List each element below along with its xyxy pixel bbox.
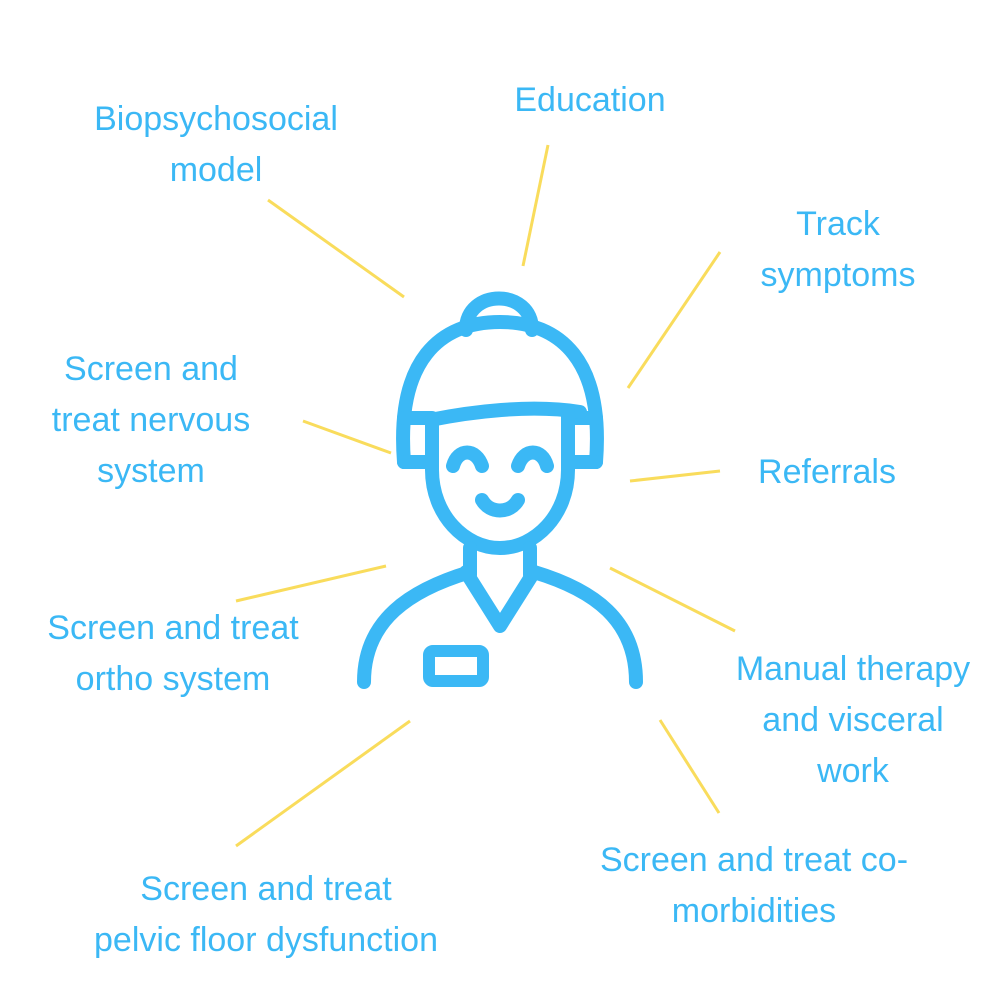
label-line: Manual therapy [735, 650, 971, 688]
label-line: symptoms [760, 256, 916, 294]
connector-screen-pelvic [235, 719, 411, 848]
label-education: Education [514, 75, 665, 126]
connector-screen-nervous [302, 419, 392, 455]
label-biopsychosocial-model: Biopsychosocial model [94, 94, 338, 196]
connector-screen-ortho [235, 564, 387, 603]
label-line: Track [796, 205, 880, 243]
hair-outline-icon [396, 315, 604, 469]
right-eye-icon [511, 445, 554, 473]
label-line: Screen and treat co- [599, 841, 909, 879]
label-line: Screen and treat [47, 609, 299, 647]
label-screen-treat-comorbidities: Screen and treat co-morbidities [600, 835, 908, 937]
label-line: Screen and [64, 350, 238, 388]
label-screen-treat-nervous-system: Screen and treat nervous system [52, 344, 250, 497]
hair-bun-icon [459, 291, 539, 337]
label-line: ortho system [75, 660, 271, 698]
label-line: work [817, 752, 889, 790]
label-line: Biopsychosocial [94, 100, 338, 138]
label-referrals: Referrals [758, 447, 896, 498]
label-line: and visceral [762, 701, 944, 739]
connector-biopsychosocial [267, 198, 405, 299]
hair-fringe-icon [423, 401, 587, 427]
label-line: Screen and treat [140, 870, 392, 908]
body-outline-icon [357, 565, 643, 689]
label-line: morbidities [671, 892, 837, 930]
left-eye-icon [446, 445, 489, 473]
label-line: pelvic floor dysfunction [94, 921, 438, 959]
label-line: system [97, 452, 205, 490]
collar-icon [459, 565, 541, 633]
connector-education [521, 144, 550, 267]
label-manual-therapy-visceral-work: Manual therapy and visceral work [736, 644, 970, 797]
smile-icon [475, 493, 525, 518]
connector-track-symptoms [626, 251, 722, 389]
badge-icon [423, 645, 489, 687]
label-line: Referrals [758, 453, 896, 491]
connector-referrals [629, 469, 721, 483]
label-screen-treat-ortho-system: Screen and treat ortho system [47, 603, 298, 705]
face-outline-icon [425, 405, 575, 555]
connector-screen-comorbidities [658, 719, 721, 814]
label-line: Education [514, 81, 666, 119]
label-track-symptoms: Track symptoms [761, 199, 916, 301]
connector-manual-therapy [609, 566, 736, 633]
label-line: treat nervous [51, 401, 251, 439]
label-line: model [169, 151, 263, 189]
label-screen-treat-pelvic-floor: Screen and treat pelvic floor dysfunction [94, 864, 438, 966]
